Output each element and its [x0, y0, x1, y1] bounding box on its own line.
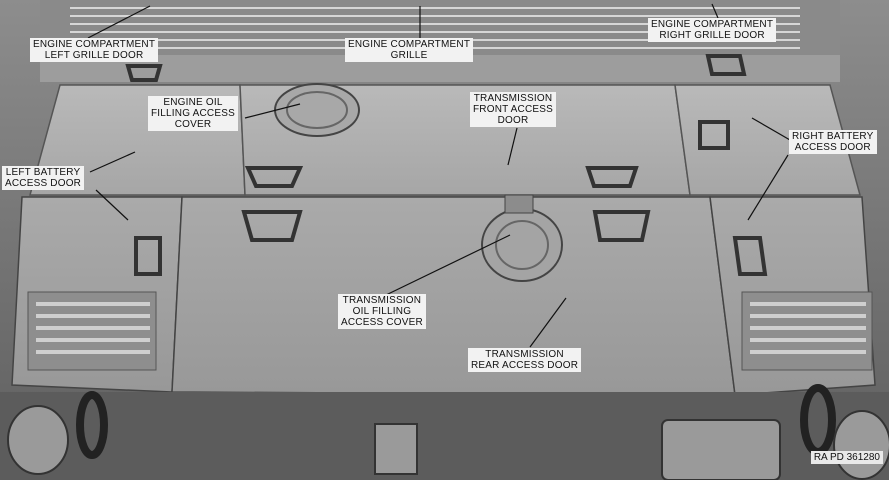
- transmission-rear-door: [171, 196, 736, 396]
- photo-code: RA PD 361280: [810, 451, 883, 464]
- bottom-fixtures: [7, 405, 889, 480]
- upper-deck-right: [674, 84, 861, 196]
- right-louver: [741, 291, 873, 371]
- leader-lines: [87, 3, 791, 348]
- transmission-oil-cap: [481, 194, 563, 282]
- engine-oil-cap: [274, 83, 360, 137]
- left-louver: [27, 291, 157, 371]
- handles: [125, 54, 768, 276]
